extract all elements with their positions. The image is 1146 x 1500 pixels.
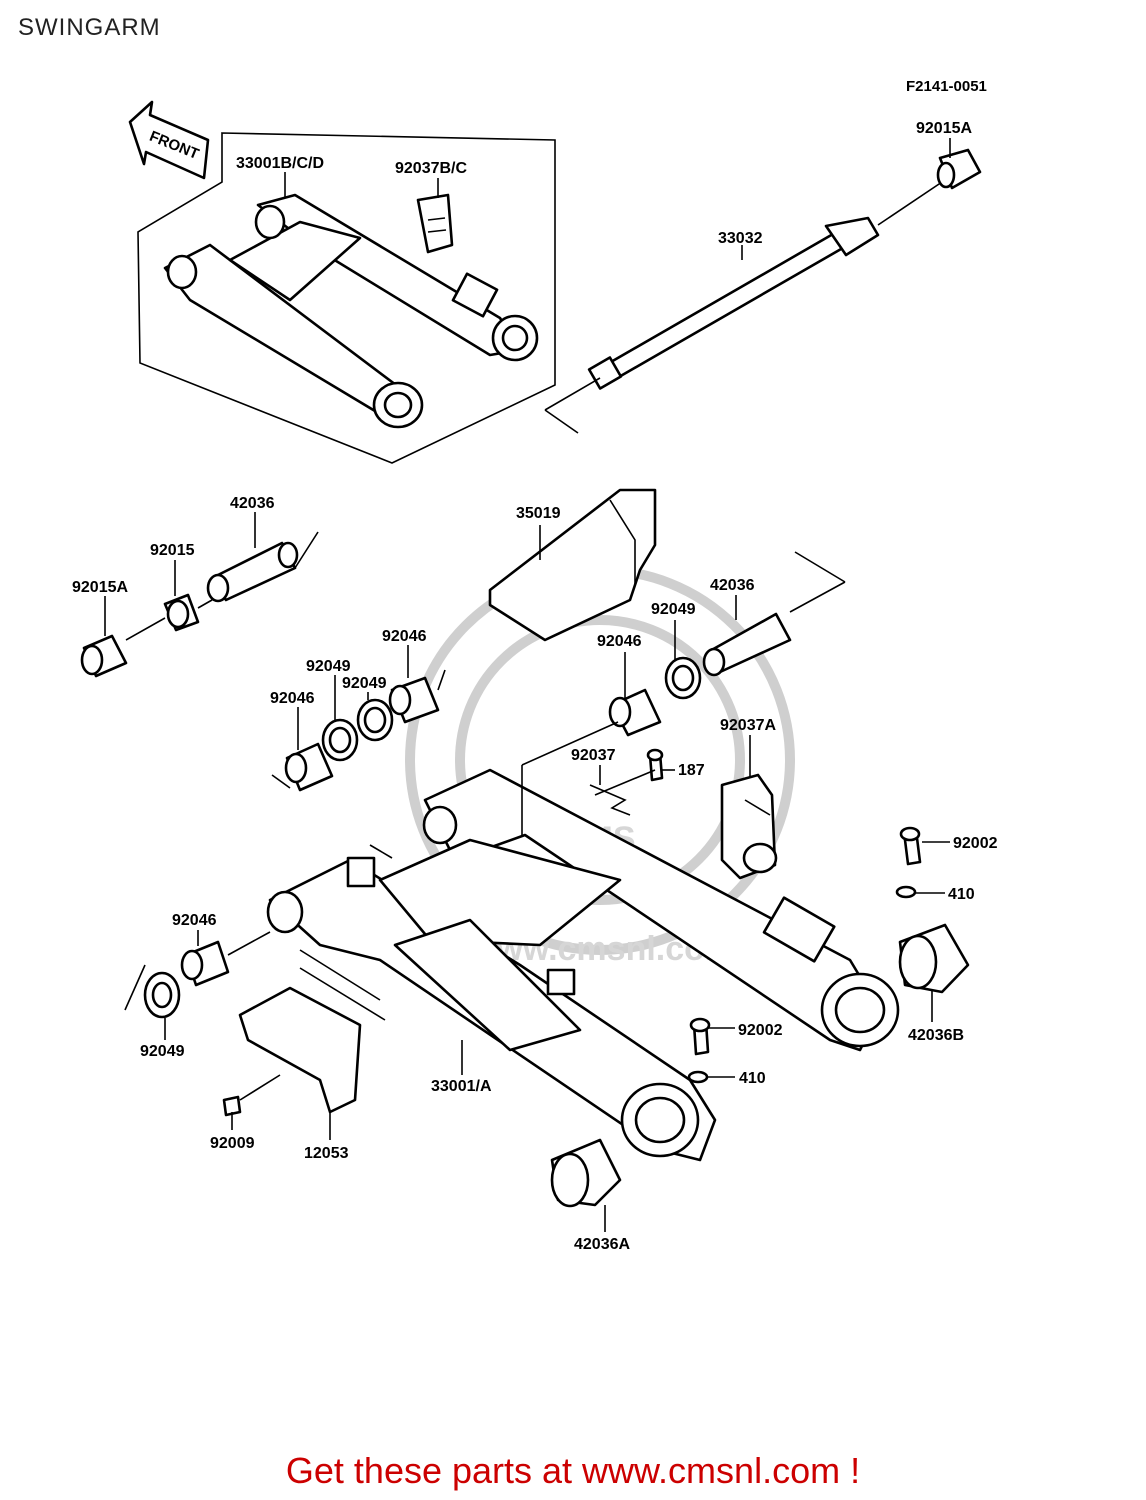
label-92009: 92009 [210, 1135, 255, 1152]
mid-bearing-set [271, 669, 446, 792]
label-92037a: 92037A [720, 717, 776, 734]
label-92015: 92015 [150, 542, 195, 559]
label-92015a-top: 92015A [916, 120, 972, 137]
label-92049-low: 92049 [140, 1043, 185, 1060]
label-92037bc: 92037B/C [395, 160, 467, 177]
cap-42036a [550, 1138, 622, 1208]
swingarm-main [266, 768, 900, 1162]
label-33001bcd: 33001B/C/D [236, 155, 324, 172]
page-title: SWINGARM [18, 14, 161, 41]
bolt-92002-low [689, 1017, 711, 1056]
right-bearing-set [608, 551, 846, 737]
diagram-ref-code: F2141-0051 [906, 78, 987, 95]
left-parts [80, 531, 319, 678]
label-92015a-left: 92015A [72, 579, 128, 596]
label-92002-low: 92002 [738, 1022, 783, 1039]
leader-lines [104, 138, 951, 1232]
label-92037: 92037 [571, 747, 616, 764]
label-92046-low: 92046 [172, 912, 217, 929]
label-92046-left: 92046 [270, 690, 315, 707]
cta-link[interactable]: Get these parts at www.cmsnl.com ! [285, 1450, 861, 1491]
label-187: 187 [678, 762, 705, 779]
label-33032: 33032 [718, 230, 763, 247]
clip-92037a [720, 773, 778, 880]
label-35019: 35019 [516, 505, 561, 522]
cap-92015a-top [936, 148, 982, 190]
label-33001a: 33001/A [431, 1078, 492, 1095]
inset-frame [137, 132, 556, 464]
label-42036-left: 42036 [230, 495, 275, 512]
cta-banner: Get these parts at www.cmsnl.com ! [0, 1450, 1146, 1492]
front-arrow-icon: FRONT [128, 100, 210, 180]
label-92049-mid1: 92049 [306, 658, 351, 675]
cap-42036b [898, 923, 970, 994]
label-12053: 12053 [304, 1145, 349, 1162]
label-92046-mid: 92046 [382, 628, 427, 645]
bracket-35019 [488, 488, 657, 642]
bolt-92002-right [899, 826, 922, 866]
label-92046-right: 92046 [597, 633, 642, 650]
label-42036a: 42036A [574, 1236, 630, 1253]
label-92002-right: 92002 [953, 835, 998, 852]
clip-92037bc [416, 193, 454, 254]
part-labels: 33001B/C/D 92037B/C 92015A 33032 42036 9… [72, 120, 998, 1253]
label-410-right: 410 [948, 886, 975, 903]
washer-410-right [895, 885, 917, 899]
washer-410-low [687, 1070, 709, 1084]
swingarm-inset [163, 193, 539, 429]
label-92049-right: 92049 [651, 601, 696, 618]
label-42036-right: 42036 [710, 577, 755, 594]
label-410-low: 410 [739, 1070, 766, 1087]
pivot-shaft-33032 [544, 179, 946, 434]
chain-guard-12053 [222, 967, 386, 1117]
lower-left-bearings [124, 931, 271, 1019]
label-42036b: 42036B [908, 1027, 964, 1044]
label-92049-mid2: 92049 [342, 675, 387, 692]
